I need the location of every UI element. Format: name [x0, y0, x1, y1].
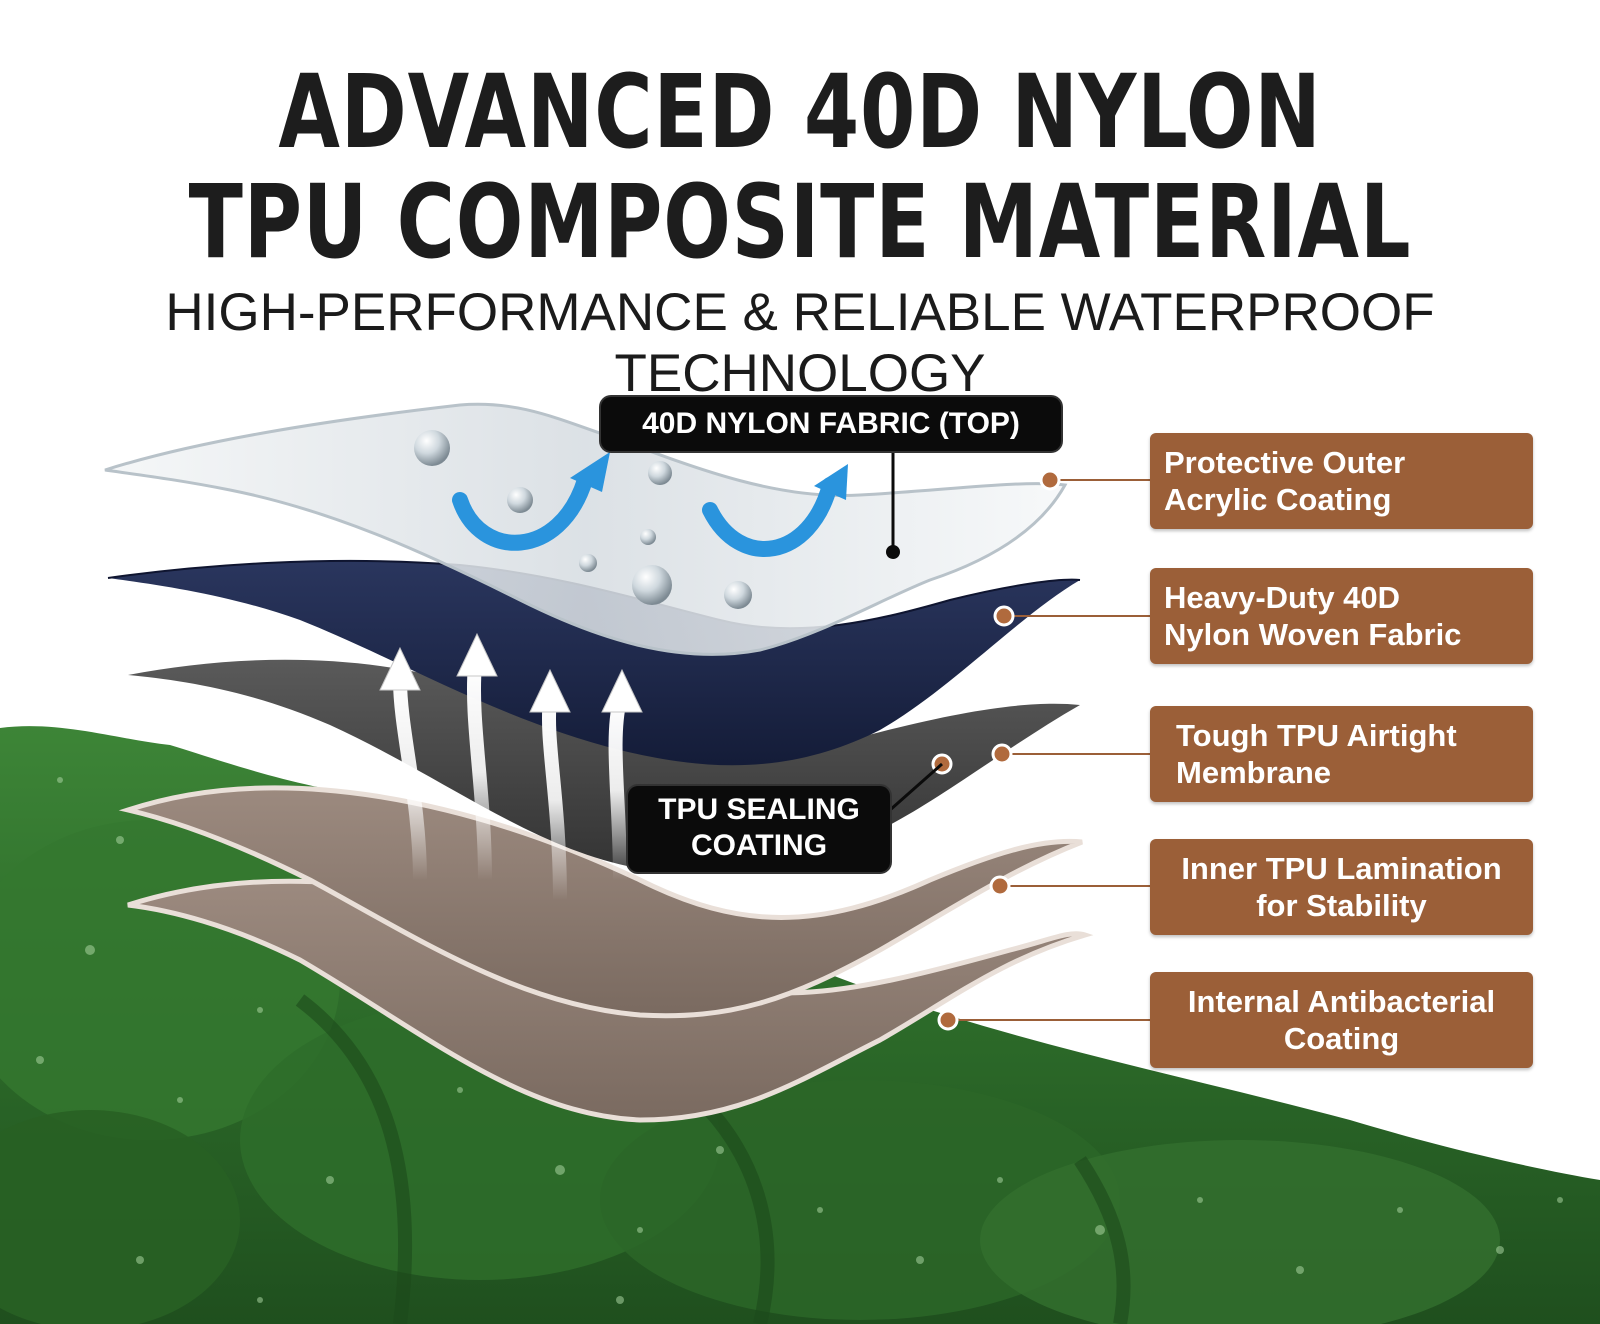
- blue-vapor-arrows: [452, 472, 838, 557]
- label-tpu-lamination: Inner TPU Lamination for Stability: [1150, 839, 1533, 935]
- label-acrylic-line-2: Acrylic Coating: [1164, 482, 1392, 517]
- label-nylon-line-2: Nylon Woven Fabric: [1164, 617, 1462, 652]
- callout-tpu-sealing: TPU SEALING COATING: [628, 786, 890, 872]
- label-antibacterial-line-1: Internal Antibacterial: [1187, 984, 1496, 1019]
- subtitle: HIGH-PERFORMANCE & RELIABLE WATERPROOF T…: [165, 283, 1435, 403]
- label-antibacterial-line-2: Coating: [1283, 1021, 1400, 1056]
- label-acrylic-line-1: Protective Outer: [1164, 445, 1406, 480]
- label-tpu-line-2: Membrane: [1176, 755, 1332, 790]
- label-nylon-woven: Heavy-Duty 40D Nylon Woven Fabric: [1150, 568, 1533, 664]
- callout-tpu-line-1: TPU SEALING: [658, 793, 860, 826]
- callout-tpu-line-2: COATING: [690, 829, 828, 862]
- label-tpu-membrane: Tough TPU Airtight Membrane: [1150, 706, 1533, 802]
- leader-lines: [948, 479, 1150, 1021]
- headline-line-2: TPU COMPOSITE MATERIAL: [188, 163, 1412, 282]
- callout-top-text: 40D NYLON FABRIC (TOP): [642, 407, 1020, 440]
- nylon-woven-layer: [108, 560, 1080, 766]
- label-antibacterial: Internal Antibacterial Coating: [1150, 972, 1533, 1068]
- label-tpu-line-1: Tough TPU Airtight: [1176, 718, 1457, 753]
- headline-line-1: ADVANCED 40D NYLON: [278, 53, 1322, 172]
- label-lamination-line-2: for Stability: [1256, 888, 1427, 923]
- water-droplets: [414, 430, 752, 609]
- acrylic-coating-layer: [104, 402, 1068, 656]
- air-flow-arrows: [393, 658, 627, 907]
- callout-top-fabric: 40D NYLON FABRIC (TOP): [601, 397, 1061, 451]
- label-acrylic-coating: Protective Outer Acrylic Coating: [1150, 433, 1533, 529]
- label-lamination-line-1: Inner TPU Lamination: [1181, 851, 1502, 886]
- label-nylon-line-1: Heavy-Duty 40D: [1164, 580, 1401, 615]
